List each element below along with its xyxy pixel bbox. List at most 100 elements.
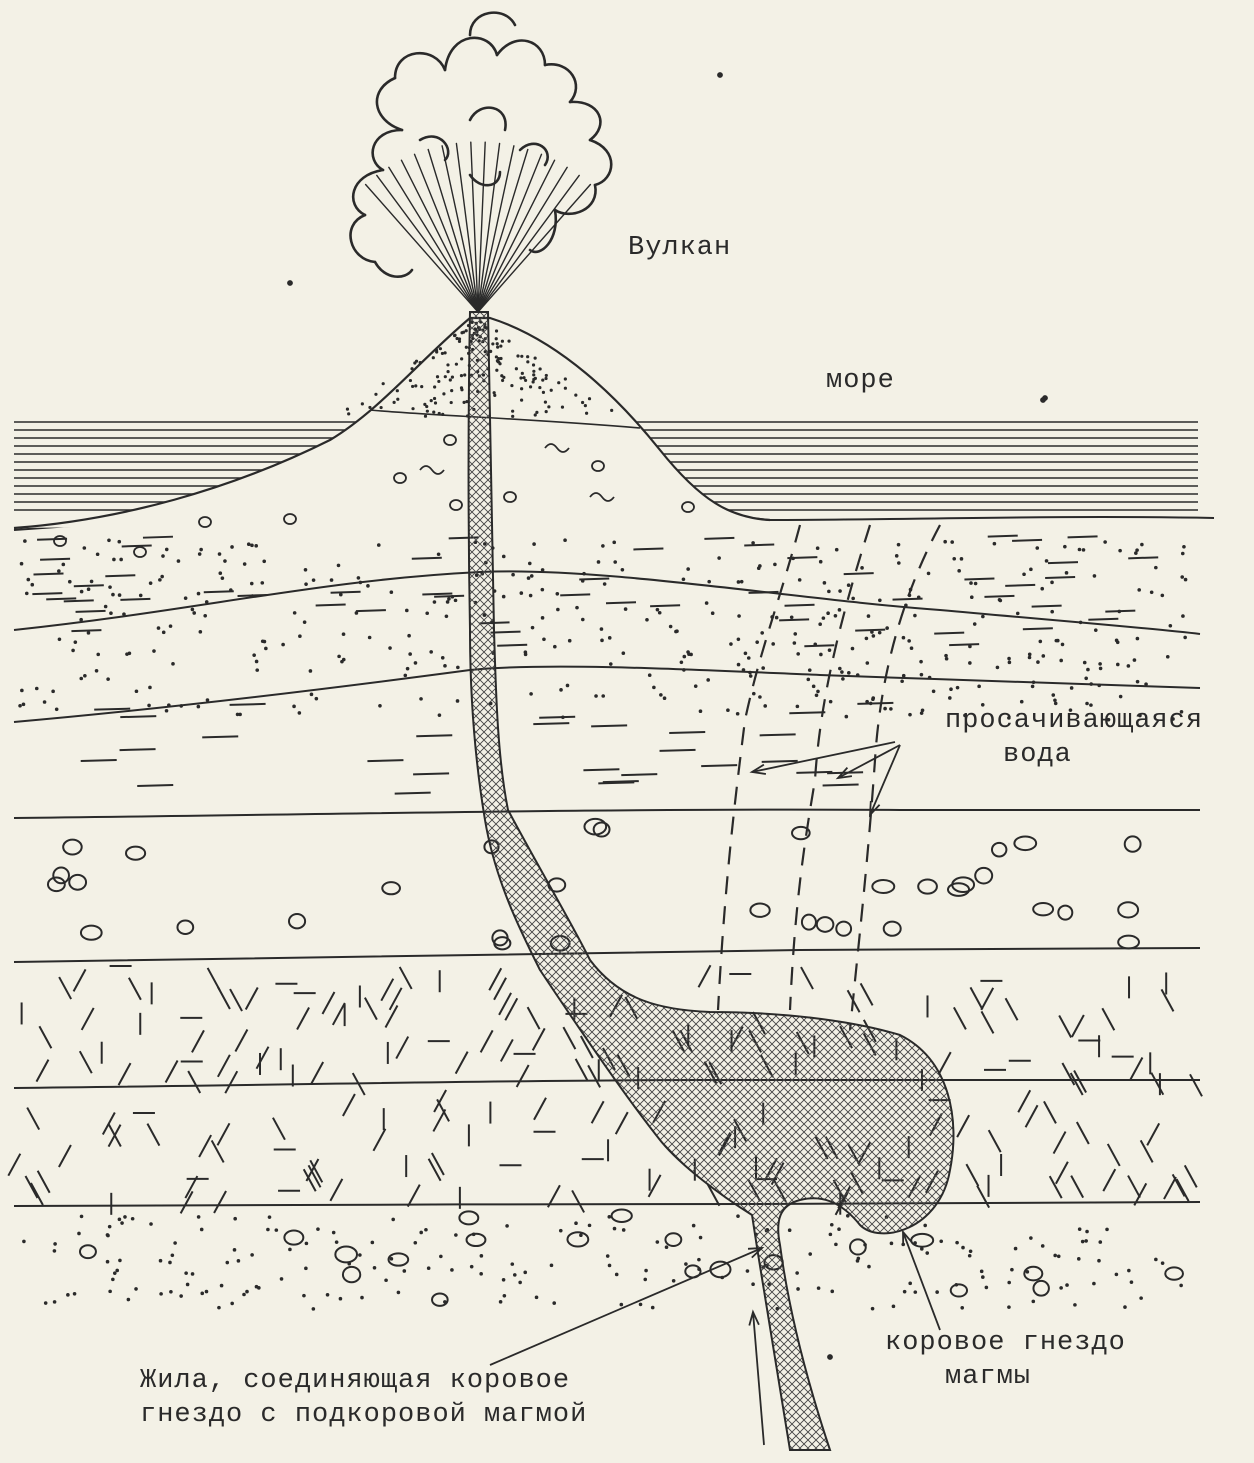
sand-dot [1118, 549, 1122, 553]
sand-dot [149, 1222, 153, 1226]
sand-dot [135, 689, 139, 693]
ash-dot [380, 406, 383, 409]
ash-dot [436, 375, 439, 378]
sand-dot [171, 662, 175, 666]
rock-stroke [939, 1052, 951, 1074]
sand-dot [840, 670, 844, 674]
sand-dot [535, 1296, 539, 1300]
ash-dot [423, 403, 426, 406]
sand-dot [523, 1271, 527, 1275]
sand-dot [968, 1254, 972, 1258]
ash-dot [433, 397, 436, 400]
layer-boundary [14, 810, 1200, 818]
sand-dot [751, 541, 755, 545]
sand-dot [597, 560, 601, 564]
clay-dash [120, 716, 156, 717]
clay-dash [64, 600, 94, 601]
pebble [802, 915, 816, 930]
clay-dash [33, 574, 63, 575]
sand-dot [419, 1231, 423, 1235]
sand-dot [541, 568, 545, 572]
sand-dot [737, 580, 741, 584]
sand-dot [1140, 543, 1144, 547]
sand-dot [952, 557, 956, 561]
sand-dot [692, 1224, 696, 1228]
ash-dot [522, 376, 525, 379]
rock-stroke [1177, 1179, 1189, 1201]
sand-dot [1154, 566, 1158, 570]
sand-dot [613, 560, 617, 564]
sand-dot [1045, 559, 1049, 563]
clay-dash [844, 573, 874, 574]
sand-dot [920, 673, 924, 677]
ash-dot [439, 347, 442, 350]
sand-dot [1022, 572, 1026, 576]
sand-dot [255, 660, 259, 664]
sand-dot [79, 677, 83, 681]
sand-dot [1029, 1236, 1033, 1240]
rock-stroke [80, 1051, 92, 1073]
sand-dot [624, 607, 628, 611]
sand-dot [371, 1241, 375, 1245]
sand-dot [149, 581, 153, 585]
ash-dot [460, 357, 463, 360]
pebble [1118, 902, 1138, 917]
ash-dot [442, 392, 445, 395]
clay-dash [650, 605, 680, 606]
rock-stroke [27, 1108, 39, 1130]
sand-dot [330, 578, 334, 582]
clay-dash [949, 644, 979, 645]
sand-dot [669, 625, 673, 629]
clay-dash [40, 559, 70, 560]
sand-dot [233, 1217, 237, 1221]
sand-dot [250, 544, 254, 548]
sand-dot [648, 673, 652, 677]
sand-dot [1079, 621, 1083, 625]
pebble [126, 847, 145, 860]
sand-dot [275, 1228, 279, 1232]
sand-dot [1085, 702, 1089, 706]
sand-dot [407, 634, 411, 638]
sand-dot [123, 1215, 127, 1219]
sand-dot [425, 611, 429, 615]
sand-dot [315, 697, 319, 701]
sand-dot [74, 640, 78, 644]
sand-dot [165, 709, 169, 713]
pebble [459, 1211, 478, 1224]
sand-dot [746, 1269, 750, 1273]
sand-dot [441, 656, 445, 660]
eruption-ray [478, 185, 590, 313]
clay-dash [704, 538, 734, 539]
ash-dot [449, 378, 452, 381]
sand-dot [1097, 1259, 1101, 1263]
sand-dot [157, 626, 161, 630]
sand-dot [200, 1292, 204, 1296]
sand-dot [377, 543, 381, 547]
ash-dot [581, 401, 584, 404]
sand-dot [220, 1284, 224, 1288]
sand-dot [304, 582, 308, 586]
pebble [134, 547, 146, 557]
pebble [992, 843, 1006, 857]
eruption-ray [478, 160, 555, 312]
sand-dot [397, 1291, 401, 1295]
sand-dot [447, 597, 451, 601]
sand-dot [147, 704, 151, 708]
sand-dot [1130, 1280, 1134, 1284]
clay-dash [579, 579, 609, 580]
sand-dot [107, 538, 111, 542]
sand-dot [663, 696, 667, 700]
ash-dot [496, 346, 499, 349]
sand-dot [601, 544, 605, 548]
sand-dot [1094, 628, 1098, 632]
cloud-puff [373, 130, 402, 170]
sand-dot [528, 562, 532, 566]
sand-dot [527, 576, 531, 580]
sand-dot [305, 1242, 309, 1246]
sand-dot [445, 615, 449, 619]
sand-dot [645, 618, 649, 622]
ash-dot [610, 409, 613, 412]
ash-dot [346, 408, 349, 411]
sand-dot [816, 690, 820, 694]
rock-stroke [981, 988, 993, 1010]
